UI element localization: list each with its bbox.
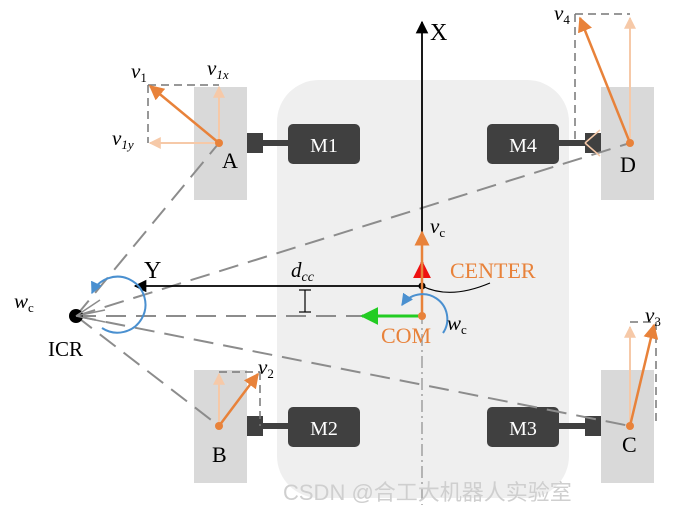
motor-m2-label: M2 bbox=[310, 418, 338, 440]
motor-m4-label: M4 bbox=[509, 135, 537, 157]
watermark: CSDN @合工大机器人实验室 bbox=[283, 480, 572, 505]
wheel-c-label: C bbox=[622, 432, 637, 457]
motor-m3: M3 bbox=[487, 407, 601, 447]
wc-right-label: wc bbox=[447, 311, 467, 337]
wheel-b-label: B bbox=[212, 442, 227, 467]
com-point bbox=[418, 312, 426, 320]
wc-left-label: wc bbox=[14, 289, 34, 315]
wheel-d-velocity bbox=[578, 16, 636, 157]
v1-label: v1 bbox=[131, 59, 147, 85]
icr-omega-arc bbox=[91, 275, 147, 334]
center-leader bbox=[421, 282, 491, 293]
motor-m3-label: M3 bbox=[509, 418, 537, 440]
icr-spokes bbox=[75, 299, 106, 323]
v2-label: v2 bbox=[258, 355, 274, 381]
motor-m4: M4 bbox=[487, 124, 601, 164]
dcc-dimension bbox=[299, 289, 311, 313]
wheel-a-label: A bbox=[222, 148, 238, 173]
com-omega-arc bbox=[401, 292, 449, 334]
dcc-label: dcc bbox=[291, 258, 315, 285]
v1x-label: v1x bbox=[207, 56, 229, 82]
motor-m1: M1 bbox=[247, 124, 360, 164]
v4-label: v4 bbox=[554, 1, 570, 27]
motor-m2: M2 bbox=[247, 407, 360, 447]
com-label: COM bbox=[381, 323, 431, 348]
wheel-d-label: D bbox=[620, 152, 636, 177]
x-axis-label: X bbox=[430, 20, 447, 46]
y-axis-label: Y bbox=[144, 258, 161, 284]
wheel-a-velocity bbox=[148, 85, 225, 149]
icr-label: ICR bbox=[48, 337, 83, 361]
wheel-b-velocity bbox=[213, 372, 259, 430]
v1-component-box bbox=[147, 84, 219, 143]
v2-component-box bbox=[219, 371, 261, 426]
vc-label: vc bbox=[430, 214, 445, 240]
motor-m1-label: M1 bbox=[310, 135, 338, 157]
v4-component-box bbox=[574, 13, 630, 143]
v3-label: v3 bbox=[645, 303, 661, 329]
center-label: CENTER bbox=[450, 258, 536, 283]
wheel-c-velocity bbox=[624, 323, 659, 430]
v1y-label: v1y bbox=[112, 126, 134, 152]
